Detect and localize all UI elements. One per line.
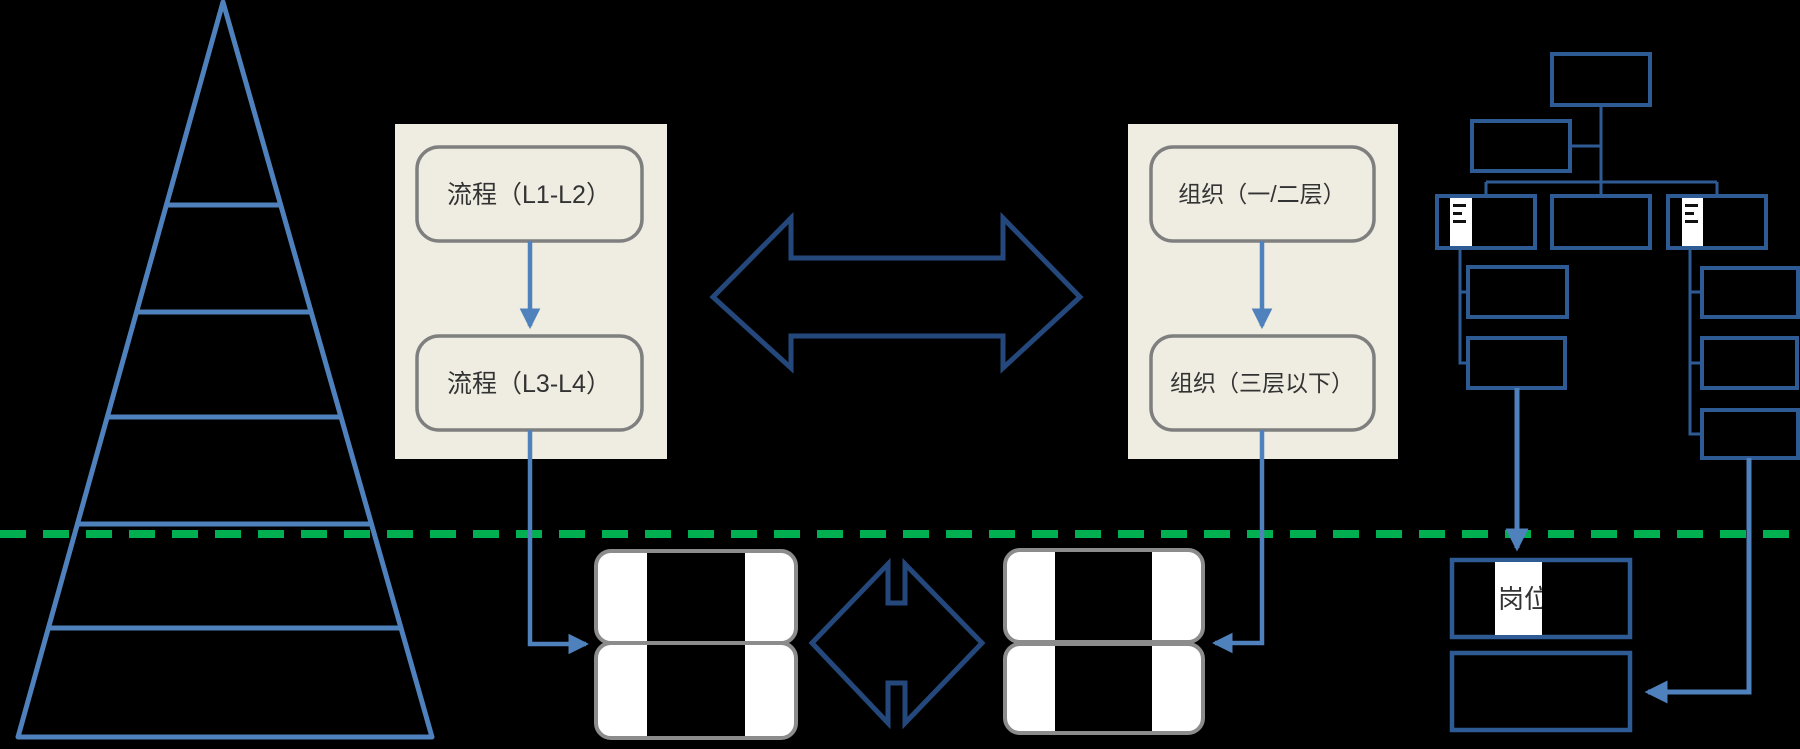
org-node-dept-middle — [1550, 194, 1652, 250]
double-arrow-icon — [709, 211, 1084, 374]
org-node-sub — [1700, 408, 1800, 460]
org-chart: 岗位 — [1435, 52, 1800, 733]
process-panel: 流程（L1-L2） 流程（L3-L4） — [395, 124, 667, 459]
org-node-label-window — [1682, 198, 1703, 246]
org-node-sub — [1466, 265, 1569, 319]
position-box — [1449, 557, 1633, 640]
pyramid — [15, 0, 435, 740]
process-document-stack — [527, 430, 798, 740]
organization-to-documents-arrow — [1211, 430, 1265, 654]
process-l3-l4-label: 流程（L3-L4） — [447, 370, 611, 398]
org-node-sub — [1700, 336, 1799, 390]
org-node-dept-left — [1435, 194, 1537, 250]
pyramid-outline — [15, 0, 435, 740]
org-connector — [1688, 248, 1702, 436]
org-connector — [1458, 248, 1468, 365]
org-level3plus-label: 组织（三层以下） — [1170, 370, 1354, 396]
position-label-window — [1495, 562, 1542, 635]
organization-document-stack — [1003, 430, 1265, 735]
org-node-sub — [1700, 266, 1800, 319]
position-detail-box — [1449, 650, 1633, 733]
org-level12-label: 组织（一/二层） — [1178, 181, 1345, 207]
process-l1-l2-label: 流程（L1-L2） — [447, 181, 611, 209]
document-box-black-band — [1055, 646, 1152, 731]
org-node-sub — [1466, 336, 1567, 390]
org-node-label-window — [1450, 198, 1472, 246]
document-box-black-band — [1055, 552, 1152, 640]
document-box-border — [1003, 642, 1205, 735]
small-double-arrow-icon — [808, 557, 986, 730]
org-node-assistant — [1470, 119, 1572, 173]
document-box-black-band — [647, 553, 745, 641]
process-to-documents-arrow — [527, 430, 590, 655]
position-label: 岗位 — [1498, 584, 1550, 614]
document-box-border — [594, 641, 798, 740]
organization-panel: 组织（一/二层） 组织（三层以下） — [1128, 124, 1398, 459]
org-node-dept-right — [1666, 194, 1768, 250]
document-box-black-band — [647, 645, 745, 736]
org-node-top — [1550, 52, 1652, 107]
orgchart-to-detail-arrow — [1644, 458, 1752, 704]
